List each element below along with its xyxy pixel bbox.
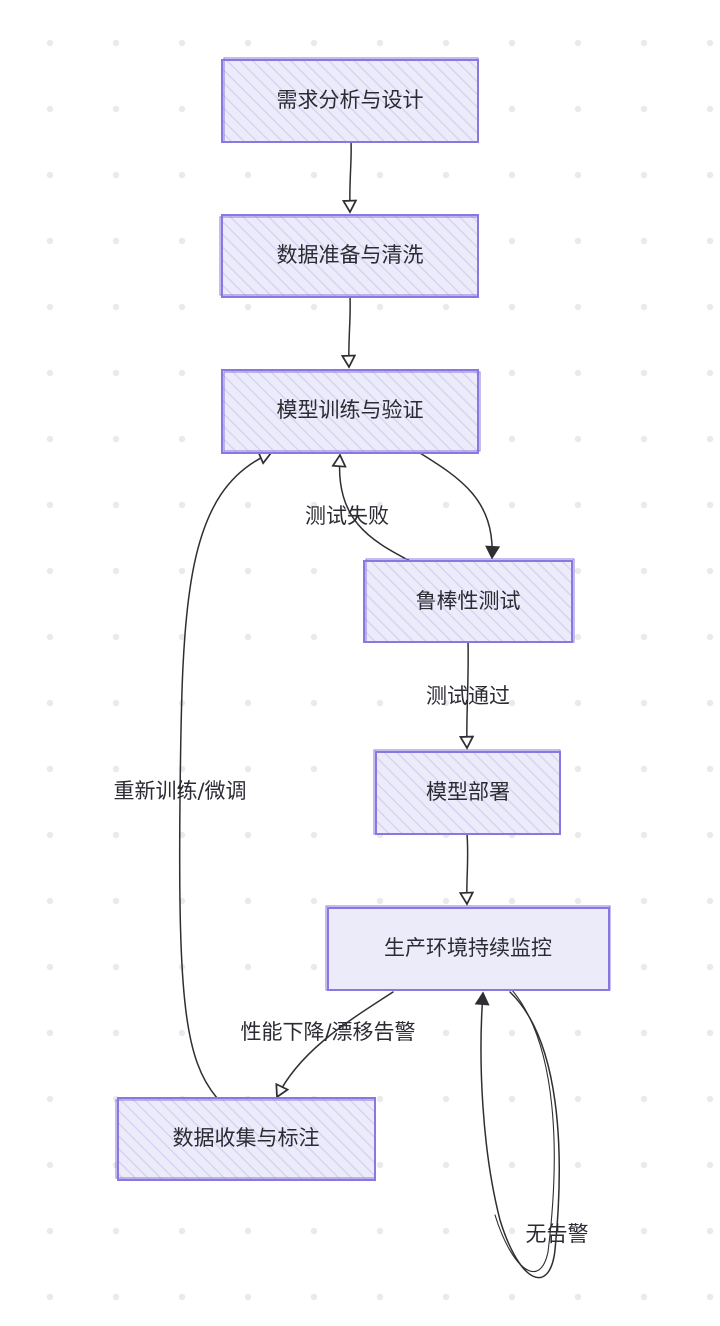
edge-monitor-self-loop-sketch	[494, 989, 555, 1273]
node-collect-label: 数据收集与标注	[173, 1126, 320, 1150]
edges	[178, 141, 560, 1279]
node-req[interactable]: 需求分析与设计	[221, 57, 479, 143]
node-train-label: 模型训练与验证	[277, 398, 424, 422]
node-train-box-sketch	[223, 371, 481, 452]
node-data-prep-box-sketch	[219, 216, 479, 296]
node-monitor-box-sketch	[325, 905, 611, 991]
node-train-box	[221, 369, 479, 454]
edge-label-test-pass: 测试通过	[426, 684, 510, 708]
node-collect-box-sketch	[115, 1099, 376, 1179]
edge-train-to-robust	[419, 452, 492, 558]
node-monitor-box	[327, 907, 610, 991]
node-deploy-box-sketch	[373, 749, 561, 835]
node-train[interactable]: 模型训练与验证	[221, 369, 481, 454]
edge-robust-to-deploy-pass	[467, 641, 468, 748]
edge-label-degrade: 性能下降/漂移告警	[240, 1020, 415, 1044]
node-req-label: 需求分析与设计	[277, 88, 424, 112]
edge-monitor-self-loop	[481, 991, 560, 1279]
node-robust[interactable]: 鲁棒性测试	[363, 558, 575, 643]
node-data-prep-label: 数据准备与清洗	[277, 243, 424, 267]
edge-collect-to-train-retrain	[178, 453, 271, 1099]
edge-monitor-to-collect	[277, 991, 394, 1097]
node-robust-box	[363, 560, 573, 643]
edge-label-retrain: 重新训练/微调	[113, 779, 246, 803]
node-deploy-box	[375, 751, 561, 835]
node-monitor-label: 生产环境持续监控	[384, 936, 552, 960]
node-monitor[interactable]: 生产环境持续监控	[325, 905, 611, 991]
node-collect[interactable]: 数据收集与标注	[115, 1097, 376, 1181]
node-deploy-label: 模型部署	[426, 780, 510, 804]
node-robust-box-sketch	[365, 558, 575, 643]
edge-label-test-fail: 测试失败	[305, 504, 389, 528]
node-robust-label: 鲁棒性测试	[416, 589, 521, 613]
edge-label-no-alert: 无告警	[526, 1222, 589, 1246]
edge-robust-to-train-fail	[340, 455, 411, 562]
edge-req-to-data-prep	[350, 141, 351, 212]
node-data-prep[interactable]: 数据准备与清洗	[219, 214, 479, 298]
node-req-box-sketch	[223, 57, 479, 143]
node-deploy[interactable]: 模型部署	[373, 749, 561, 835]
edge-deploy-to-monitor	[467, 833, 468, 904]
edge-data-prep-to-train	[349, 296, 350, 367]
node-data-prep-box	[221, 214, 479, 298]
node-req-box	[221, 59, 479, 143]
